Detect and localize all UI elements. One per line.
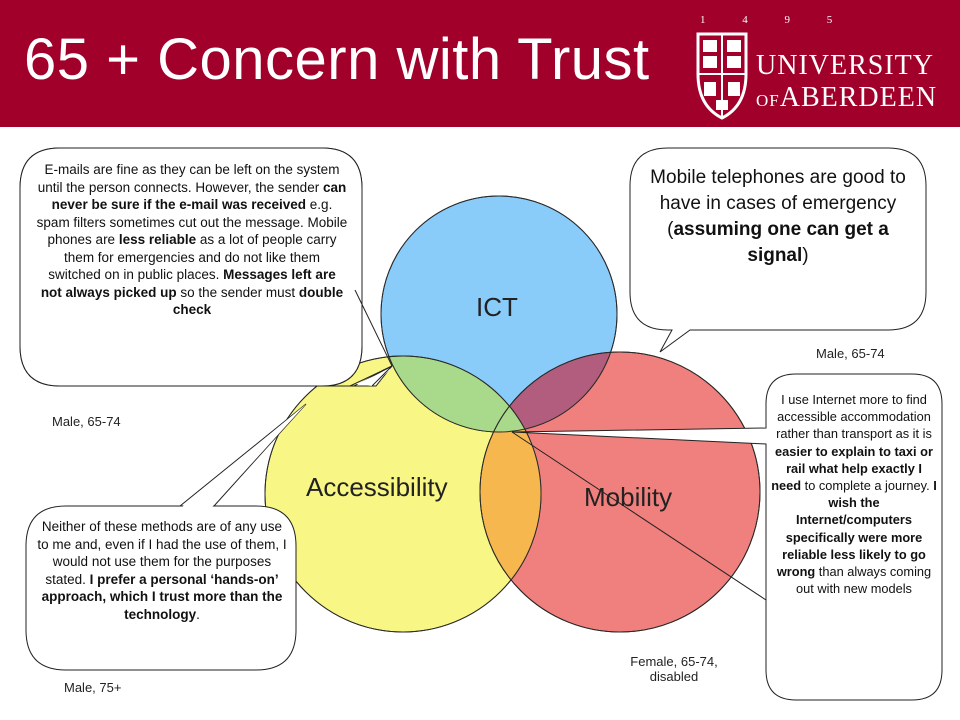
internet-text-3: than always coming out with new models bbox=[796, 564, 932, 597]
accessibility-outline bbox=[264, 355, 542, 633]
neither-callout-fill bbox=[182, 404, 306, 507]
header-banner: 65 + Concern with Trust 1 4 9 5 UNIVERSI… bbox=[0, 0, 960, 127]
email-text-3: as a lot of people carry them for emerge… bbox=[48, 232, 337, 282]
internet-pointer-line-2 bbox=[511, 431, 767, 601]
university-logo: 1 4 9 5 UNIVERSITY OFABERDEEN bbox=[694, 14, 946, 120]
email-bold-2: less reliable bbox=[118, 232, 197, 247]
internet-callout-box bbox=[511, 373, 943, 701]
internet-text-2: to complete a journey. bbox=[801, 478, 934, 494]
internet-bold-1: easier to explain to taxi or rail what h… bbox=[771, 443, 933, 494]
email-bold-1: can never be sure if the e-mail was rece… bbox=[51, 179, 347, 213]
neither-text-2: . bbox=[196, 606, 200, 622]
neither-text-1: Neither of these methods are of any use … bbox=[37, 519, 287, 587]
mobile-text-2: ) bbox=[802, 245, 809, 266]
email-bold-4: double check bbox=[172, 284, 344, 318]
email-text-2: e.g. spam filters sometimes cut out the … bbox=[36, 197, 348, 247]
email-callout-pointer bbox=[356, 368, 392, 386]
neither-attribution: Male, 75+ bbox=[64, 680, 122, 695]
internet-bold-2: I wish the Internet/computers specifical… bbox=[776, 478, 937, 580]
crest-icon bbox=[696, 32, 748, 120]
neither-callout-text: Neither of these methods are of any use … bbox=[36, 518, 288, 623]
internet-attribution: Female, 65-74, disabled bbox=[630, 654, 718, 684]
neither-bold-1: I prefer a personal ‘hands-on’ approach,… bbox=[41, 571, 283, 622]
mobile-callout-box bbox=[629, 147, 927, 353]
logo-aberdeen: OFABERDEEN bbox=[756, 82, 937, 114]
email-attribution: Male, 65-74 bbox=[52, 414, 121, 429]
accessibility-label: Accessibility bbox=[306, 472, 448, 502]
mobile-text-1: Mobile telephones are good to have in ca… bbox=[650, 167, 906, 240]
email-callout-text: E-mails are fine as they can be left on … bbox=[36, 161, 348, 319]
logo-name: ABERDEEN bbox=[779, 82, 938, 113]
ict-outline bbox=[380, 195, 618, 433]
email-callout-box bbox=[19, 147, 363, 387]
internet-text-1: I use Internet more to find accessible a… bbox=[776, 392, 932, 442]
email-text-1: E-mails are fine as they can be left on … bbox=[37, 162, 340, 195]
email-bold-3: Messages left are not always picked up bbox=[40, 267, 336, 300]
logo-of: OF bbox=[756, 91, 780, 110]
mobile-callout-text: Mobile telephones are good to have in ca… bbox=[650, 165, 906, 269]
email-text-4: so the sender must bbox=[176, 284, 299, 300]
email-pointer-extension bbox=[354, 289, 393, 367]
logo-university: UNIVERSITY bbox=[756, 50, 934, 81]
mobile-bold-1: assuming one can get a signal bbox=[673, 219, 889, 266]
mobility-outline bbox=[479, 351, 761, 633]
logo-year: 1 4 9 5 bbox=[700, 14, 850, 26]
ict-label: ICT bbox=[476, 292, 518, 322]
mobile-attribution: Male, 65-74 bbox=[816, 346, 885, 361]
internet-callout-text: I use Internet more to find accessible a… bbox=[770, 391, 938, 597]
page-title: 65 + Concern with Trust bbox=[24, 27, 650, 92]
mobility-label: Mobility bbox=[584, 482, 673, 512]
